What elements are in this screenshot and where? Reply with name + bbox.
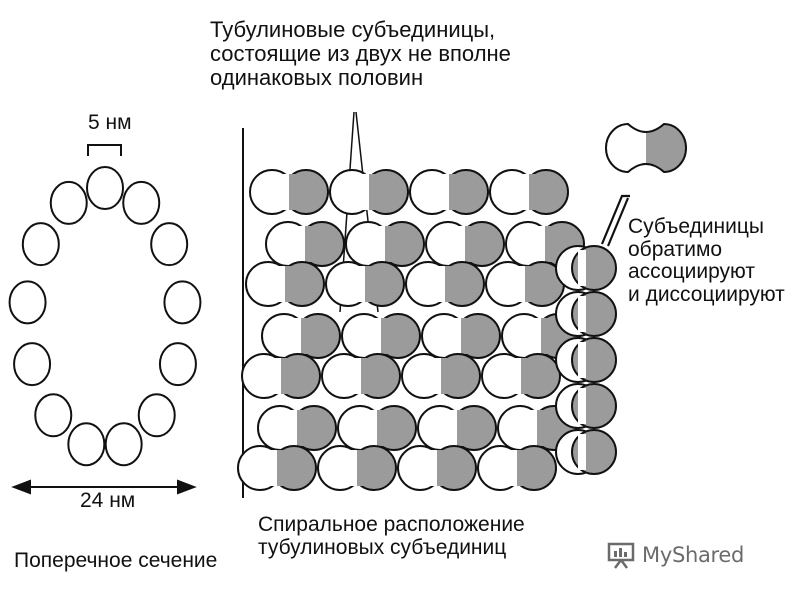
dimension-arrow-24nm: [11, 479, 197, 495]
tubulin-dimer: [397, 445, 477, 491]
tubulin-dimer: [261, 313, 341, 359]
tubulin-dimer: [257, 405, 337, 451]
tubulin-dimer: [337, 405, 417, 451]
dimension-24nm-label: 24 нм: [80, 489, 136, 512]
ring-subunit: [34, 393, 73, 438]
dimension-bracket-5nm: [87, 144, 122, 156]
tubulin-dimer: [401, 353, 481, 399]
tubulin-dimer: [345, 221, 425, 267]
tubulin-dimer: [321, 353, 401, 399]
tubulin-dimer: [489, 169, 569, 215]
tubulin-dimer: [329, 169, 409, 215]
ring-subunit: [150, 222, 189, 267]
tubulin-dimer: [555, 383, 617, 429]
tubulin-dimer: [245, 261, 325, 307]
tubulin-dimer: [425, 221, 505, 267]
tubulin-dimer: [249, 169, 329, 215]
tubulin-dimer: [409, 169, 489, 215]
tubulin-dimer: [317, 445, 397, 491]
ring-subunit: [86, 166, 124, 210]
presentation-board-icon: [607, 542, 635, 569]
ring-subunit: [104, 422, 143, 467]
association-label: Субъединицы обратимо ассоциируют и диссо…: [628, 215, 785, 307]
ring-subunit: [158, 342, 197, 387]
tubulin-dimer: [421, 313, 501, 359]
cross-section-caption: Поперечное сечение: [14, 549, 218, 572]
watermark: MyShared: [606, 539, 774, 571]
dimension-5nm-label: 5 нм: [88, 111, 132, 134]
tubulin-dimer: [485, 261, 565, 307]
ring-subunit: [137, 393, 176, 438]
subunits-title-label: Тубулиновые субъединицы, состоящие из дв…: [210, 17, 511, 90]
free-dimer: [605, 122, 687, 174]
watermark-text: MyShared: [642, 543, 745, 567]
ring-subunit: [21, 222, 60, 267]
tubulin-dimer: [405, 261, 485, 307]
tubulin-dimer: [555, 429, 617, 475]
spiral-arrangement-caption: Спиральное расположение тубулиновых субъ…: [258, 513, 525, 559]
ring-subunit: [49, 180, 88, 225]
tubulin-dimer: [237, 445, 317, 491]
ring-subunit: [13, 342, 52, 387]
tubulin-dimer: [265, 221, 345, 267]
ring-subunit: [122, 180, 161, 225]
tubulin-dimer: [325, 261, 405, 307]
microtubule-lattice: [237, 169, 617, 491]
tubulin-dimer: [417, 405, 497, 451]
tubulin-dimer: [555, 337, 617, 383]
tubulin-dimer: [555, 245, 617, 291]
ring-subunit: [163, 280, 202, 325]
ring-subunit: [8, 280, 47, 325]
cross-section-ring: [8, 166, 202, 467]
reversible-arrows-icon: [600, 194, 630, 247]
tubulin-dimer: [477, 445, 557, 491]
tubulin-dimer: [241, 353, 321, 399]
tubulin-dimer: [555, 291, 617, 337]
ring-subunit: [67, 422, 106, 467]
tubulin-dimer: [341, 313, 421, 359]
tubulin-dimer: [481, 353, 561, 399]
